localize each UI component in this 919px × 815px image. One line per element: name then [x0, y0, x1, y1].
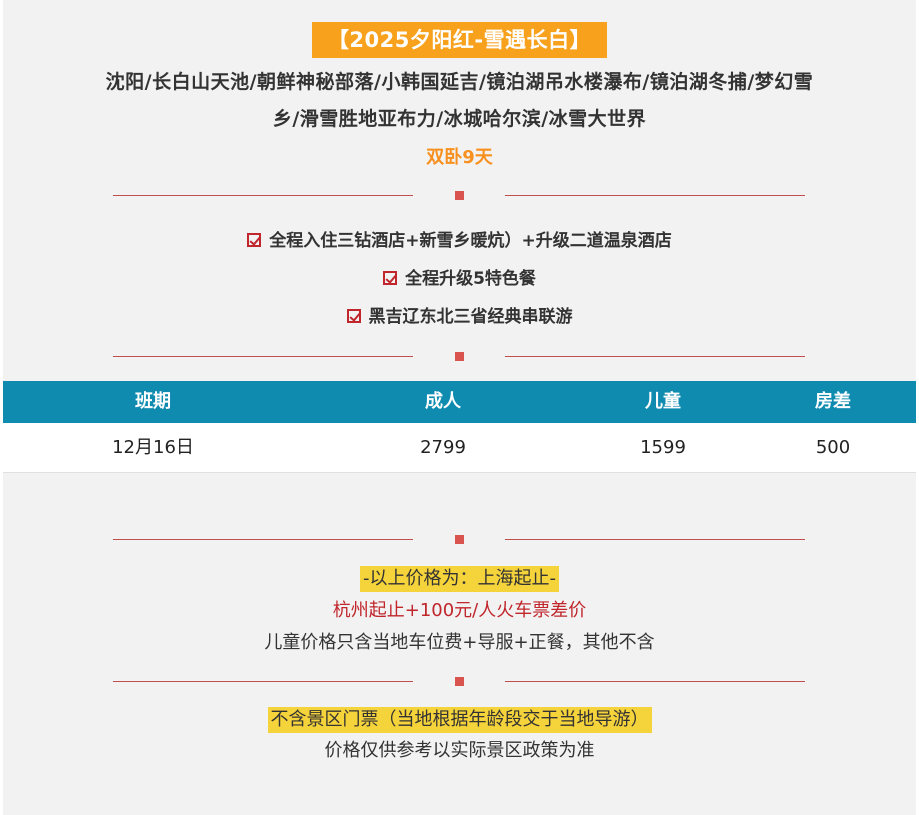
route-text: 沈阳/长白山天池/朝鲜神秘部落/小韩国延吉/镜泊湖吊水楼瀑布/镜泊湖冬捕/梦幻雪… [21, 64, 898, 138]
tour-card: 【2025夕阳红-雪遇长白】 沈阳/长白山天池/朝鲜神秘部落/小韩国延吉/镜泊湖… [3, 0, 916, 815]
divider-dot-icon [455, 535, 464, 544]
col-header-room-diff: 房差 [815, 391, 851, 412]
title-wrap: 【2025夕阳红-雪遇长白】 [3, 22, 916, 58]
checkbox-checked-icon [383, 271, 398, 285]
trip-duration: 双卧9天 [426, 147, 493, 168]
checkbox-checked-icon [247, 233, 262, 247]
cell-date: 12月16日 [112, 437, 194, 458]
divider [3, 676, 916, 688]
divider [3, 351, 916, 363]
feature-item: 全程入住三钻酒店+新雪乡暖炕）+升级二道温泉酒店 [3, 230, 916, 252]
route-line-2: 乡/滑雪胜地亚布力/冰城哈尔滨/冰雪大世界 [272, 108, 647, 130]
table-header: 班期 成人 儿童 房差 [3, 381, 916, 423]
divider-dot-icon [455, 191, 464, 200]
divider-dot-icon [455, 677, 464, 686]
divider [3, 534, 916, 546]
route-line-1: 沈阳/长白山天池/朝鲜神秘部落/小韩国延吉/镜泊湖吊水楼瀑布/镜泊湖冬捕/梦幻雪 [105, 71, 814, 93]
cell-room-diff: 500 [815, 437, 851, 458]
child-price-note: 儿童价格只含当地车位费+导服+正餐，其他不含 [264, 632, 655, 653]
feature-item: 全程升级5特色餐 [3, 268, 916, 290]
cell-adult-price: 2799 [420, 437, 466, 458]
col-header-adult: 成人 [425, 391, 461, 412]
table-row: 12月16日 2799 1599 500 [3, 423, 916, 473]
checkbox-checked-icon [346, 309, 361, 323]
col-header-child: 儿童 [645, 391, 681, 412]
price-table: 班期 成人 儿童 房差 12月16日 2799 1599 500 [3, 381, 916, 473]
divider-dot-icon [455, 352, 464, 361]
divider [3, 190, 916, 202]
tour-title: 【2025夕阳红-雪遇长白】 [311, 22, 608, 58]
ticket-note: 不含景区门票（当地根据年龄段交于当地导游） [3, 707, 916, 733]
feature-item: 黑吉辽东北三省经典串联游 [3, 306, 916, 328]
price-origin-note: -以上价格为：上海起止- [3, 566, 916, 592]
reference-note: 价格仅供参考以实际景区政策为准 [324, 740, 595, 761]
cell-child-price: 1599 [640, 437, 686, 458]
col-header-schedule: 班期 [135, 391, 171, 412]
hangzhou-note: 杭州起止+100元/人火车票差价 [332, 600, 587, 621]
